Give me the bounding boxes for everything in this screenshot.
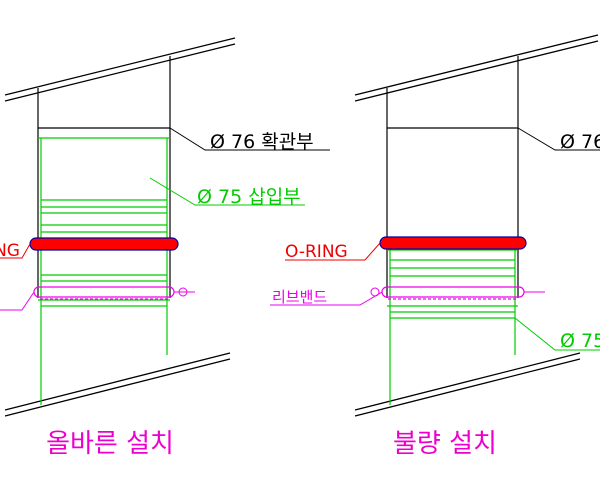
right-label-outer: Ø 76 확관부 bbox=[560, 131, 600, 153]
left-leader-ribband bbox=[0, 291, 35, 311]
left-ribband bbox=[33, 286, 195, 300]
right-oring bbox=[379, 236, 527, 250]
right-insert-pipe bbox=[387, 249, 518, 405]
left-leader-outer bbox=[169, 127, 330, 151]
right-caption: 불량 설치 bbox=[393, 429, 497, 459]
right-label-oring: O-RING bbox=[285, 242, 348, 262]
left-label-oring: O-RING bbox=[0, 241, 20, 261]
right-bottom-wall-line-2 bbox=[354, 358, 581, 417]
left-leader-oring bbox=[0, 243, 31, 259]
left-leader-inner bbox=[149, 177, 305, 206]
left-label-inner: Ø 75 삽입부 bbox=[197, 186, 301, 208]
right-top-wall-line bbox=[354, 34, 599, 96]
left-top-wall-line-2 bbox=[4, 43, 236, 102]
right-leader-ribband bbox=[270, 291, 383, 306]
left-oring bbox=[29, 237, 179, 251]
left-bottom-wall-line bbox=[4, 352, 231, 411]
right-leader-inner bbox=[514, 317, 600, 351]
left-bottom-wall-line-2 bbox=[4, 358, 231, 417]
right-top-wall-line-2 bbox=[354, 40, 599, 102]
right-label-ribband: 리브밴드 bbox=[272, 288, 327, 306]
left-label-outer: Ø 76 확관부 bbox=[210, 131, 314, 153]
right-bottom-wall-line bbox=[354, 352, 581, 411]
left-panel: Ø 76 확관부 Ø 75 삽입부 O-RING 올바른 설치 bbox=[0, 37, 330, 459]
left-top-wall-line bbox=[4, 37, 236, 96]
right-leader-outer bbox=[517, 127, 600, 151]
left-caption: 올바른 설치 bbox=[46, 429, 174, 459]
right-panel: Ø 76 확관부 O-RING 리브밴드 Ø 75 삽입부 불량 설치 bbox=[270, 34, 600, 459]
right-ribband bbox=[370, 286, 545, 300]
right-leader-oring bbox=[285, 242, 381, 261]
right-label-inner: Ø 75 삽입부 bbox=[560, 330, 600, 352]
